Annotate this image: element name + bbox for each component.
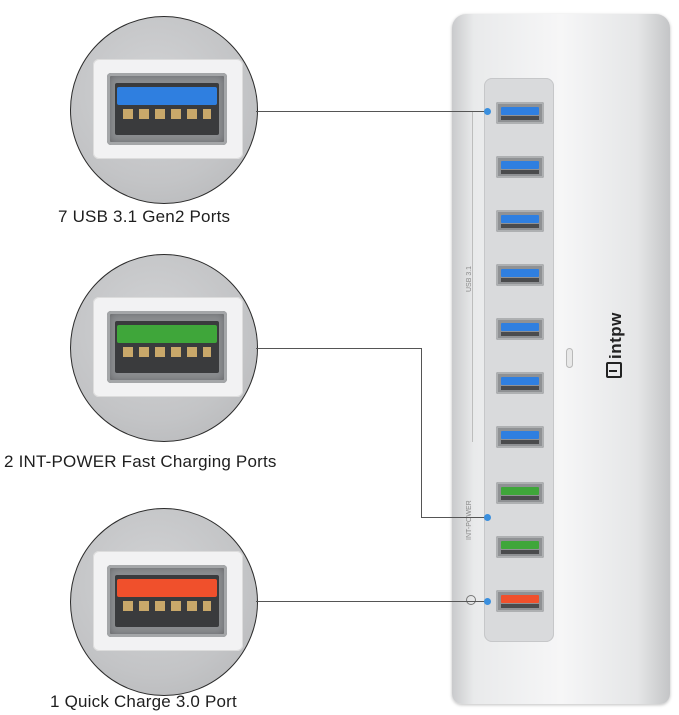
usb-ports-label: 7 USB 3.1 Gen2 Ports [58, 207, 231, 226]
usb-side-text: USB 3.1 [466, 265, 473, 292]
int-power-port-zoom-circle [70, 254, 258, 442]
int-power-side-text: INT-POWER [466, 500, 473, 540]
usb-port-4 [496, 264, 544, 286]
int-power-port-2 [496, 536, 544, 558]
usb-group-bracket [472, 112, 473, 442]
leader-dot-int-power [484, 514, 491, 521]
quick-charge-port-label: 1 Quick Charge 3.0 Port [50, 692, 237, 711]
qc-symbol-icon [466, 595, 476, 605]
usb-port-5 [496, 318, 544, 340]
orange-tongue [117, 579, 217, 597]
usb-port-2 [496, 156, 544, 178]
leader-line-usb [256, 111, 488, 112]
usb-port-zoom-circle [70, 16, 258, 204]
leader-line-int-power-v [421, 348, 422, 518]
usb-port-3 [496, 210, 544, 232]
int-power-socket [107, 311, 227, 383]
quick-charge-port [496, 590, 544, 612]
leader-dot-usb [484, 108, 491, 115]
int-power-ports-label: 2 INT-POWER Fast Charging Ports [4, 452, 277, 471]
leader-line-int-power-h1 [256, 348, 422, 349]
leader-dot-quick-charge [484, 598, 491, 605]
leader-line-quick-charge [256, 601, 488, 602]
brand-text: intpw [606, 312, 625, 359]
usb-socket [107, 73, 227, 145]
int-power-port-1 [496, 482, 544, 504]
quick-charge-port-zoom-circle [70, 508, 258, 696]
led-indicator [566, 348, 573, 368]
blue-tongue [117, 87, 217, 105]
green-tongue [117, 325, 217, 343]
quick-charge-socket [107, 565, 227, 637]
brand-logo: intpw [606, 312, 626, 378]
usb-port-6 [496, 372, 544, 394]
usb-port-7 [496, 426, 544, 448]
usb-port-1 [496, 102, 544, 124]
leader-line-int-power-h2 [421, 517, 488, 518]
